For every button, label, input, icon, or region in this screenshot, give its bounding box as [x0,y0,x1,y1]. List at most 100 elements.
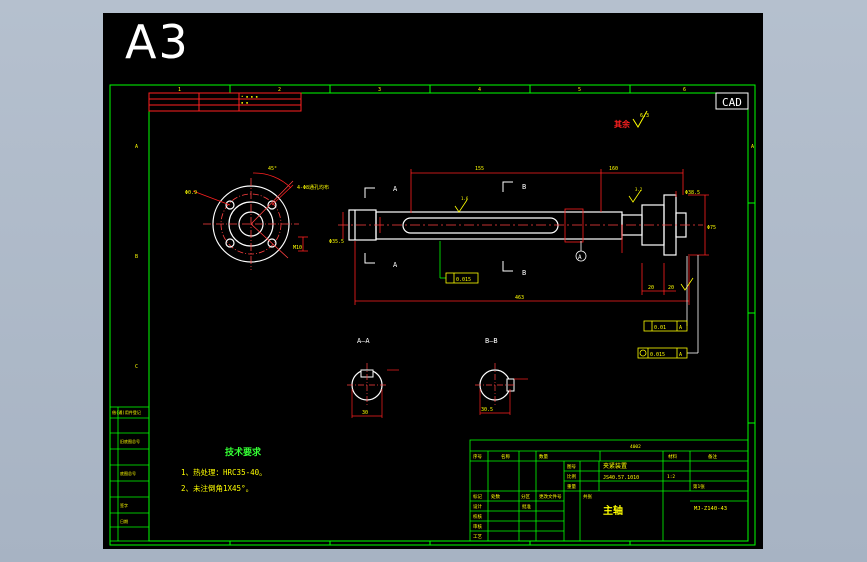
flange-annotations [192,172,308,252]
surface-finish-value: 6.3 [640,113,649,119]
flange-bolt-circle: Φ0.9 [185,190,197,196]
tb-header-1: 序号 [473,453,482,460]
tb-product-name: 夹紧装置 [603,462,627,470]
tb-part-name: 主轴 [603,504,623,517]
flange-holes-note: 4-Φ8通孔均布 [297,184,329,191]
tb-code: JS40.57.1010 [603,475,639,481]
tb-ratio: 1:2 [667,474,675,480]
cut-markers [364,181,513,272]
section-b-dim: 30.5 [481,407,493,413]
tb-role-1: 设计 [473,503,482,510]
strip-label-3: 底图总号 [120,470,136,476]
strip-label-4: 签字 [120,502,128,508]
svg-text:• ▪ ▪ ▪: • ▪ ▪ ▪ [241,94,258,99]
title-block-text: 4002 序号 名称 数量 材料 备注 夹紧装置 JS40.57.1010 标记… [473,444,727,540]
zone-side-c: C [135,364,138,370]
strip-label-2: 旧底图总号 [120,438,140,444]
cut-label-b-top: B [522,183,526,191]
zone-side-a-right: A [751,144,754,150]
fcf-perpendicularity: 0.01 A [643,256,688,332]
tb-side-3: 重量 [567,483,576,490]
roughness-symbols [454,189,694,291]
flange-end-view [203,178,299,270]
zone-ticks [229,85,755,545]
tb-left-4: 更改文件号 [539,493,562,500]
tb-top-number: 4002 [630,444,641,450]
datum-letter: A [578,254,582,261]
tb-left-2: 处数 [491,493,500,500]
cut-label-a-top: A [393,185,398,193]
sheet-size-label: A3 [125,15,190,69]
tb-left-3: 分区 [521,493,530,500]
fcf-datum-1: A [679,325,682,331]
zone-top-1: 1 [178,87,181,93]
tol-perpendicularity: 0.01 [654,325,666,331]
flange-angle: 45° [268,166,277,172]
roughness-left: 1.6 [461,196,469,201]
tech-req-item-1: 1、热处理：HRC35-40。 [181,467,267,477]
datum-marker: A [575,241,587,262]
dim-flange-w: 20 [648,285,654,291]
fcf-runout: 0.015 A [637,255,699,359]
fcf-datum-2: A [679,352,682,358]
left-strip [109,406,150,542]
cad-stamp-text: CAD [722,96,742,109]
dim-right-dia: Φ75 [707,225,716,231]
zone-top-6: 6 [683,87,686,93]
zone-top-5: 5 [578,87,581,93]
tb-role-2: 校核 [473,513,482,520]
zone-side-a: A [135,144,138,150]
dim-span-right: 160 [609,166,618,172]
tb-role-5: 批准 [522,503,531,510]
dim-overall: 463 [515,295,524,301]
svg-text:▪ ▪: ▪ ▪ [241,100,248,105]
shaft-dimensions [342,169,709,305]
zone-labels-top: 1 2 3 4 5 6 A B C A [135,87,754,370]
section-a-title: A—A [357,337,370,345]
cad-stamp: CAD [715,92,749,110]
engineering-drawing: 1 2 3 4 5 6 A B C A • ▪ ▪ ▪ ▪ ▪ [109,84,756,546]
zone-top-2: 2 [278,87,281,93]
zone-top-4: 4 [478,87,481,93]
dim-body-dia: Φ35.5 [329,239,344,245]
shaft-red-detail [379,208,623,253]
section-a: A—A 30 [347,337,399,418]
section-b-title: B—B [485,337,498,345]
fcf-straightness: 0.015 [439,241,479,284]
dim-flange-dia: Φ38.5 [685,190,700,196]
tb-header-5: 备注 [708,453,717,460]
drawing-sheet: A3 [103,13,763,549]
tb-side-2: 比例 [567,473,576,480]
top-left-table-text: • ▪ ▪ ▪ ▪ ▪ [241,94,258,105]
cut-label-b-bottom: B [522,269,526,277]
tb-header-4: 材料 [668,453,677,460]
roughness-labels: 1.6 3.2 [461,187,643,201]
flange-thread: M10 [293,245,302,251]
tb-role-4: 工艺 [473,534,482,540]
section-b: B—B 30.5 [475,337,528,415]
cut-labels: A A B B [393,183,526,277]
strip-label-1: 借(通)用件登记 [112,409,141,415]
tech-req-item-2: 2、未注倒角1X45°。 [181,483,253,493]
tb-drawing-number: MJ-Z140-43 [694,506,727,512]
dim-span-left: 155 [475,166,484,172]
tb-role-3: 审核 [473,523,482,530]
tb-header-3: 数量 [539,453,548,460]
title-block [469,439,749,542]
surface-finish-label: 其余 [614,119,631,129]
technical-requirements: 技术要求 1、热处理：HRC35-40。 2、未注倒角1X45°。 [181,446,267,493]
tol-runout: 0.015 [650,352,665,358]
tb-sheet-count: 第1张 [693,483,705,490]
tol-straightness: 0.015 [456,277,471,283]
roughness-right: 3.2 [635,187,643,192]
section-a-dim: 30 [362,410,368,416]
tb-header-2: 名称 [501,453,510,460]
tb-side-1: 图号 [567,464,576,470]
tb-side-4: 共张 [583,493,592,500]
tb-left-1: 标记 [473,493,482,500]
zone-top-3: 3 [378,87,381,93]
dim-end-len: 20 [668,285,674,291]
strip-label-5: 日期 [120,518,128,524]
top-left-table [148,92,302,112]
